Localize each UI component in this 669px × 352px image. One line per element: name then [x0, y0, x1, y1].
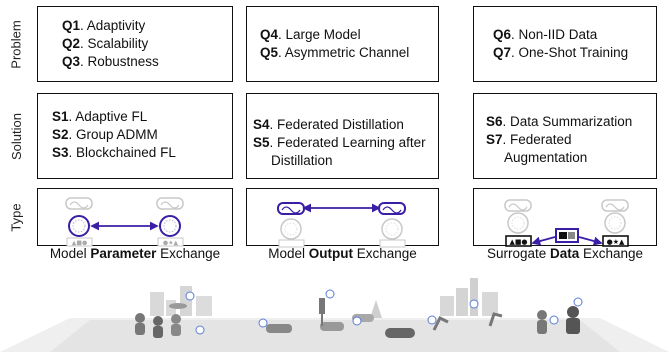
caption-surrogate-data-exchange: Surrogate Data Exchange — [486, 246, 644, 261]
exchange-arrow — [531, 236, 556, 246]
caption-model-output-exchange: Model Output Exchange — [268, 246, 417, 261]
solution-box-3 — [473, 93, 657, 179]
problem-list-2: Q4. Large Model Q5. Asymmetric Channel — [260, 26, 409, 62]
device-icon — [277, 202, 305, 248]
device-icon: ●★▲ — [156, 197, 184, 247]
device-icon: ▲■● — [65, 197, 93, 247]
problem-item: Q4. Large Model — [260, 27, 361, 42]
solution-item: S6. Data Summarization — [486, 114, 633, 129]
solution-list-1: S1. Adaptive FL S2. Group ADMM S3. Block… — [52, 108, 176, 162]
problem-item: Q2. Scalability — [62, 36, 149, 51]
problem-box-3 — [473, 6, 657, 82]
problem-item: Q7. One-Shot Training — [493, 45, 629, 60]
device-icon — [378, 202, 406, 248]
problem-item: Q1. Adaptivity — [62, 18, 146, 33]
caption-model-parameter-exchange: Model Parameter Exchange — [49, 246, 221, 261]
device-icon: ●★▲ — [601, 199, 629, 247]
city-scene-illustration — [0, 278, 669, 352]
problem-list-1: Q1. Adaptivity Q2. Scalability Q3. Robus… — [62, 17, 159, 71]
solution-box-2 — [246, 93, 439, 179]
svg-text:●★▲: ●★▲ — [163, 240, 179, 247]
problem-list-3: Q6. Non-IID Data Q7. One-Shot Training — [493, 26, 628, 62]
surrogate-data-icon — [555, 228, 579, 243]
solution-item: S4. Federated Distillation — [253, 117, 404, 132]
problem-box-1 — [37, 6, 233, 82]
type-box-2 — [246, 188, 439, 246]
svg-text:▲■●: ▲■● — [72, 240, 88, 247]
solution-item: S2. Group ADMM — [52, 127, 158, 142]
device-icon: ▲■● — [504, 199, 532, 247]
problem-item: Q5. Asymmetric Channel — [260, 45, 410, 60]
solution-item: S1. Adaptive FL — [52, 109, 148, 124]
solution-list-2: S4. Federated Distillation S5. Federated… — [253, 116, 435, 170]
exchange-arrow — [578, 236, 603, 246]
solution-item: S3. Blockchained FL — [52, 145, 176, 160]
problem-item: Q6. Non-IID Data — [493, 27, 598, 42]
solution-list-3: S6. Data Summarization S7. Federated Aug… — [486, 113, 651, 167]
svg-text:●★▲: ●★▲ — [607, 238, 625, 246]
solution-box-1 — [37, 93, 233, 179]
solution-item: S7. Federated Augmentation — [486, 132, 588, 165]
problem-box-2 — [246, 6, 439, 82]
svg-text:▲■●: ▲■● — [509, 238, 527, 246]
problem-item: Q3. Robustness — [62, 54, 159, 69]
solution-item: S5. Federated Learning after Distillatio… — [253, 135, 426, 168]
